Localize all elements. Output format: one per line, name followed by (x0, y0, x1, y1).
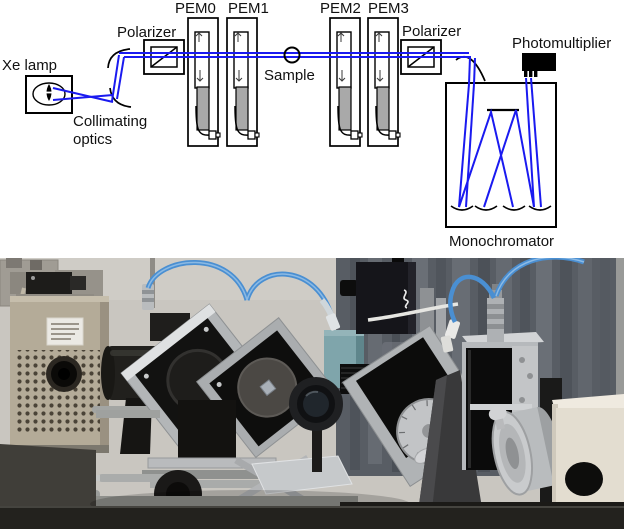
pem0-label: PEM0 (175, 0, 216, 17)
xe-lamp-label: Xe lamp (2, 57, 57, 74)
sample-label: Sample (264, 67, 315, 84)
polarizer-left-label: Polarizer (117, 24, 176, 41)
photo-spec-label (46, 317, 84, 346)
photo-aluminum-plate (251, 455, 353, 495)
xe-lamp-symbol (25, 75, 73, 114)
concave-mirrors-icon (450, 205, 552, 211)
photo-monochromator-entrance (552, 394, 624, 514)
photo-lens-mount (289, 377, 343, 472)
photo-pem-controller (356, 262, 416, 334)
collimating-label: Collimating (73, 113, 147, 130)
monochromator-label: Monochromator (449, 233, 554, 250)
photo-table (0, 508, 624, 529)
pem2-unit (329, 17, 363, 147)
pem2-label: PEM2 (320, 0, 361, 17)
lab-photo (0, 258, 624, 529)
optical-setup-diagram: Xe lamp Collimating optics Polarizer PEM… (2, 0, 611, 250)
pem1-unit (226, 17, 260, 147)
pem3-unit (367, 17, 401, 147)
photo-brand-logo-icon (403, 289, 409, 309)
photomultiplier-label: Photomultiplier (512, 35, 611, 52)
light-beam (52, 52, 542, 208)
pem0-unit (187, 17, 221, 147)
photo-entrance-port (565, 462, 603, 496)
pem1-label: PEM1 (228, 0, 269, 17)
photo-xe-lamp-housing (10, 272, 109, 453)
sample-symbol (283, 46, 301, 64)
collimating-label-2: optics (73, 131, 112, 148)
photomultiplier-symbol (522, 53, 556, 77)
collimating-optics-symbol (107, 48, 132, 108)
polarizer-right-label: Polarizer (402, 23, 461, 40)
photo-sample-aperture (259, 379, 277, 397)
pem3-label: PEM3 (368, 0, 409, 17)
monochromator-symbol (445, 55, 557, 228)
photo-beam-block-wedge (418, 370, 482, 512)
